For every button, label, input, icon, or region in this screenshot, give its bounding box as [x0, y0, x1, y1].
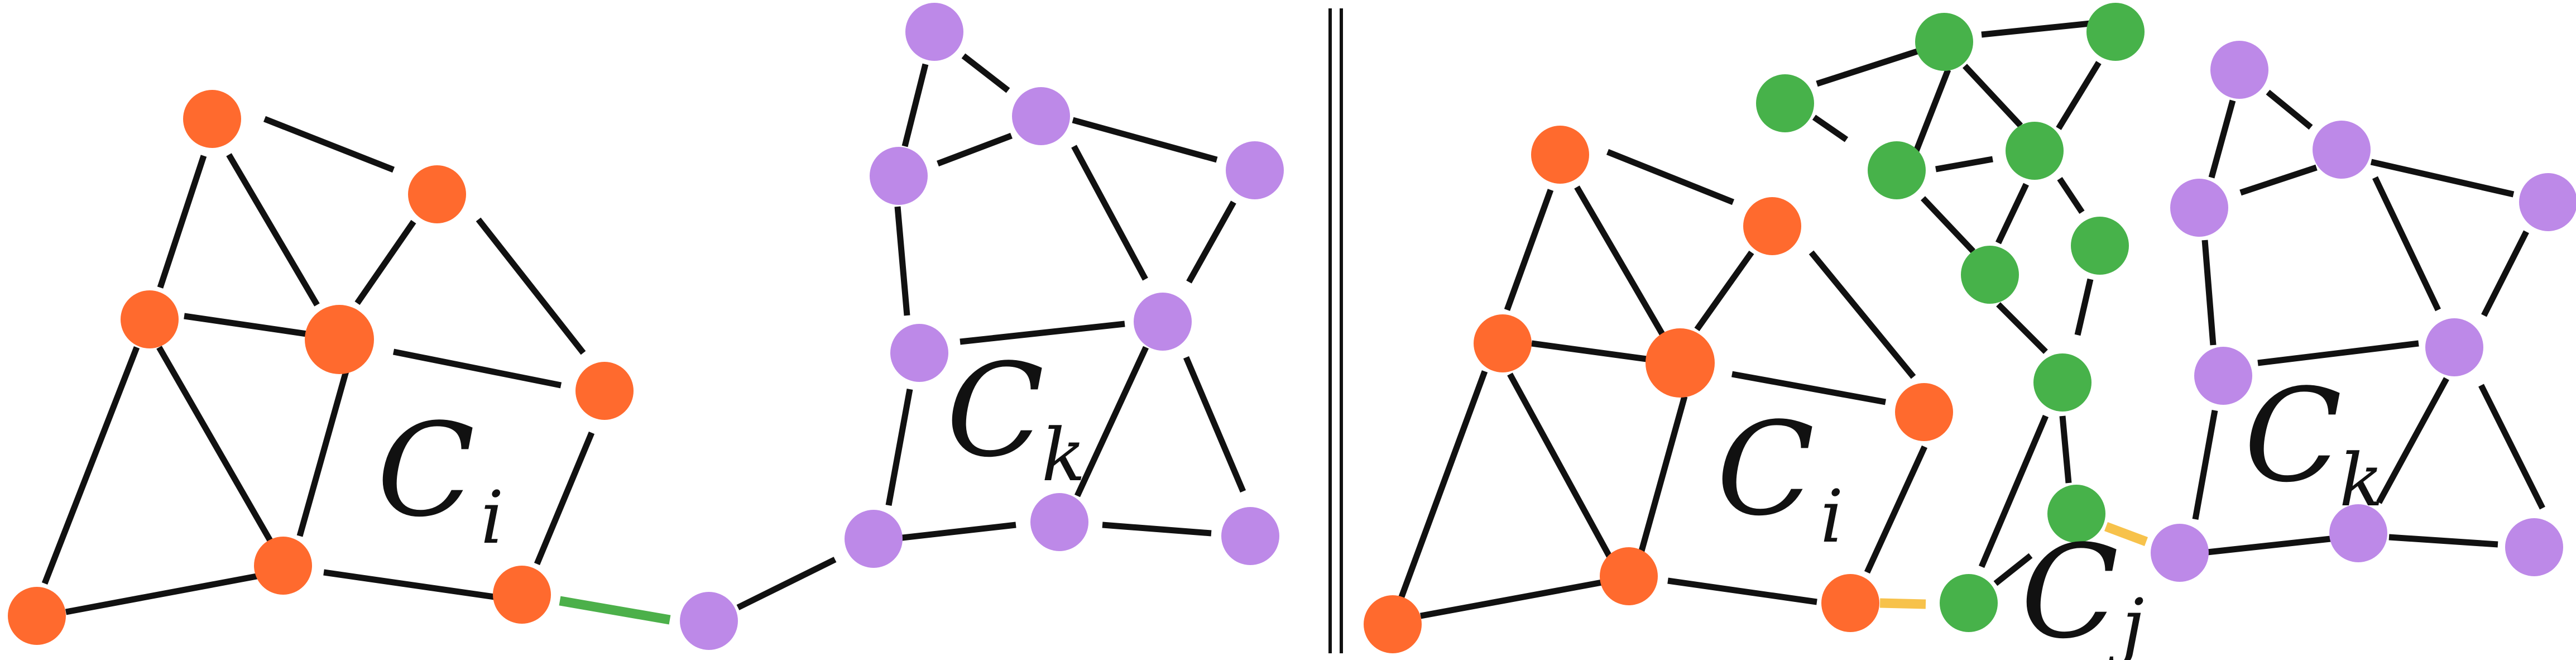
node — [1474, 314, 1532, 372]
node — [2086, 3, 2145, 61]
node — [1364, 595, 1422, 653]
node — [2170, 179, 2228, 237]
right-panel: Ci Ck Cj — [1364, 3, 2576, 660]
node — [1821, 574, 1879, 632]
node — [2519, 173, 2576, 231]
node — [408, 165, 466, 223]
node — [183, 90, 241, 148]
panel-divider — [1328, 8, 1343, 653]
node — [1895, 383, 1953, 441]
left-cluster-k-edges — [736, 53, 1246, 610]
node — [905, 3, 963, 61]
node — [305, 305, 374, 374]
node — [2313, 121, 2371, 179]
node — [1226, 141, 1284, 199]
node — [8, 587, 66, 645]
right-yellow-link-jk — [2104, 522, 2148, 546]
left-green-link — [559, 596, 671, 625]
node — [493, 566, 551, 624]
node — [2033, 353, 2091, 412]
left-label-ck: Ck — [946, 337, 1086, 498]
node — [1531, 126, 1589, 184]
node — [121, 290, 179, 348]
right-cluster-i-nodes — [1364, 126, 1953, 653]
right-cluster-j-nodes — [1756, 3, 2145, 632]
node — [1600, 547, 1658, 605]
left-label-ci: Ci — [377, 396, 504, 560]
node — [1940, 574, 1998, 632]
node — [2210, 41, 2268, 99]
node — [1756, 74, 1814, 132]
node — [2329, 504, 2387, 562]
node — [2505, 518, 2563, 576]
node — [2071, 217, 2129, 275]
right-cluster-k-edges — [2192, 89, 2545, 556]
node — [1961, 246, 2019, 304]
left-panel: Ci Ck — [8, 3, 1284, 650]
node — [845, 510, 903, 568]
node — [870, 147, 928, 205]
node — [890, 324, 948, 382]
left-cluster-i-nodes — [8, 90, 634, 645]
node — [2047, 485, 2105, 543]
node — [1743, 197, 1801, 255]
node — [2006, 122, 2064, 180]
left-cluster-i-edges — [41, 116, 595, 615]
node — [254, 537, 312, 595]
right-cluster-k-nodes — [2151, 41, 2576, 582]
right-cluster-i-edges — [1395, 149, 1928, 619]
node — [1134, 293, 1192, 351]
node — [1915, 13, 1973, 71]
right-yellow-link-ij — [1879, 598, 1926, 609]
node — [2425, 318, 2483, 376]
node — [1221, 507, 1279, 565]
node — [1030, 493, 1088, 551]
left-cluster-k-nodes — [680, 3, 1284, 650]
node — [1646, 328, 1715, 398]
node — [2194, 347, 2252, 405]
right-label-ck: Ck — [2244, 362, 2383, 523]
right-label-cj: Cj — [2021, 518, 2144, 660]
right-label-ci: Ci — [1716, 395, 1844, 559]
node — [2151, 524, 2209, 582]
node — [680, 592, 738, 650]
node — [575, 362, 634, 420]
node — [1012, 87, 1070, 145]
node — [1868, 141, 1926, 199]
